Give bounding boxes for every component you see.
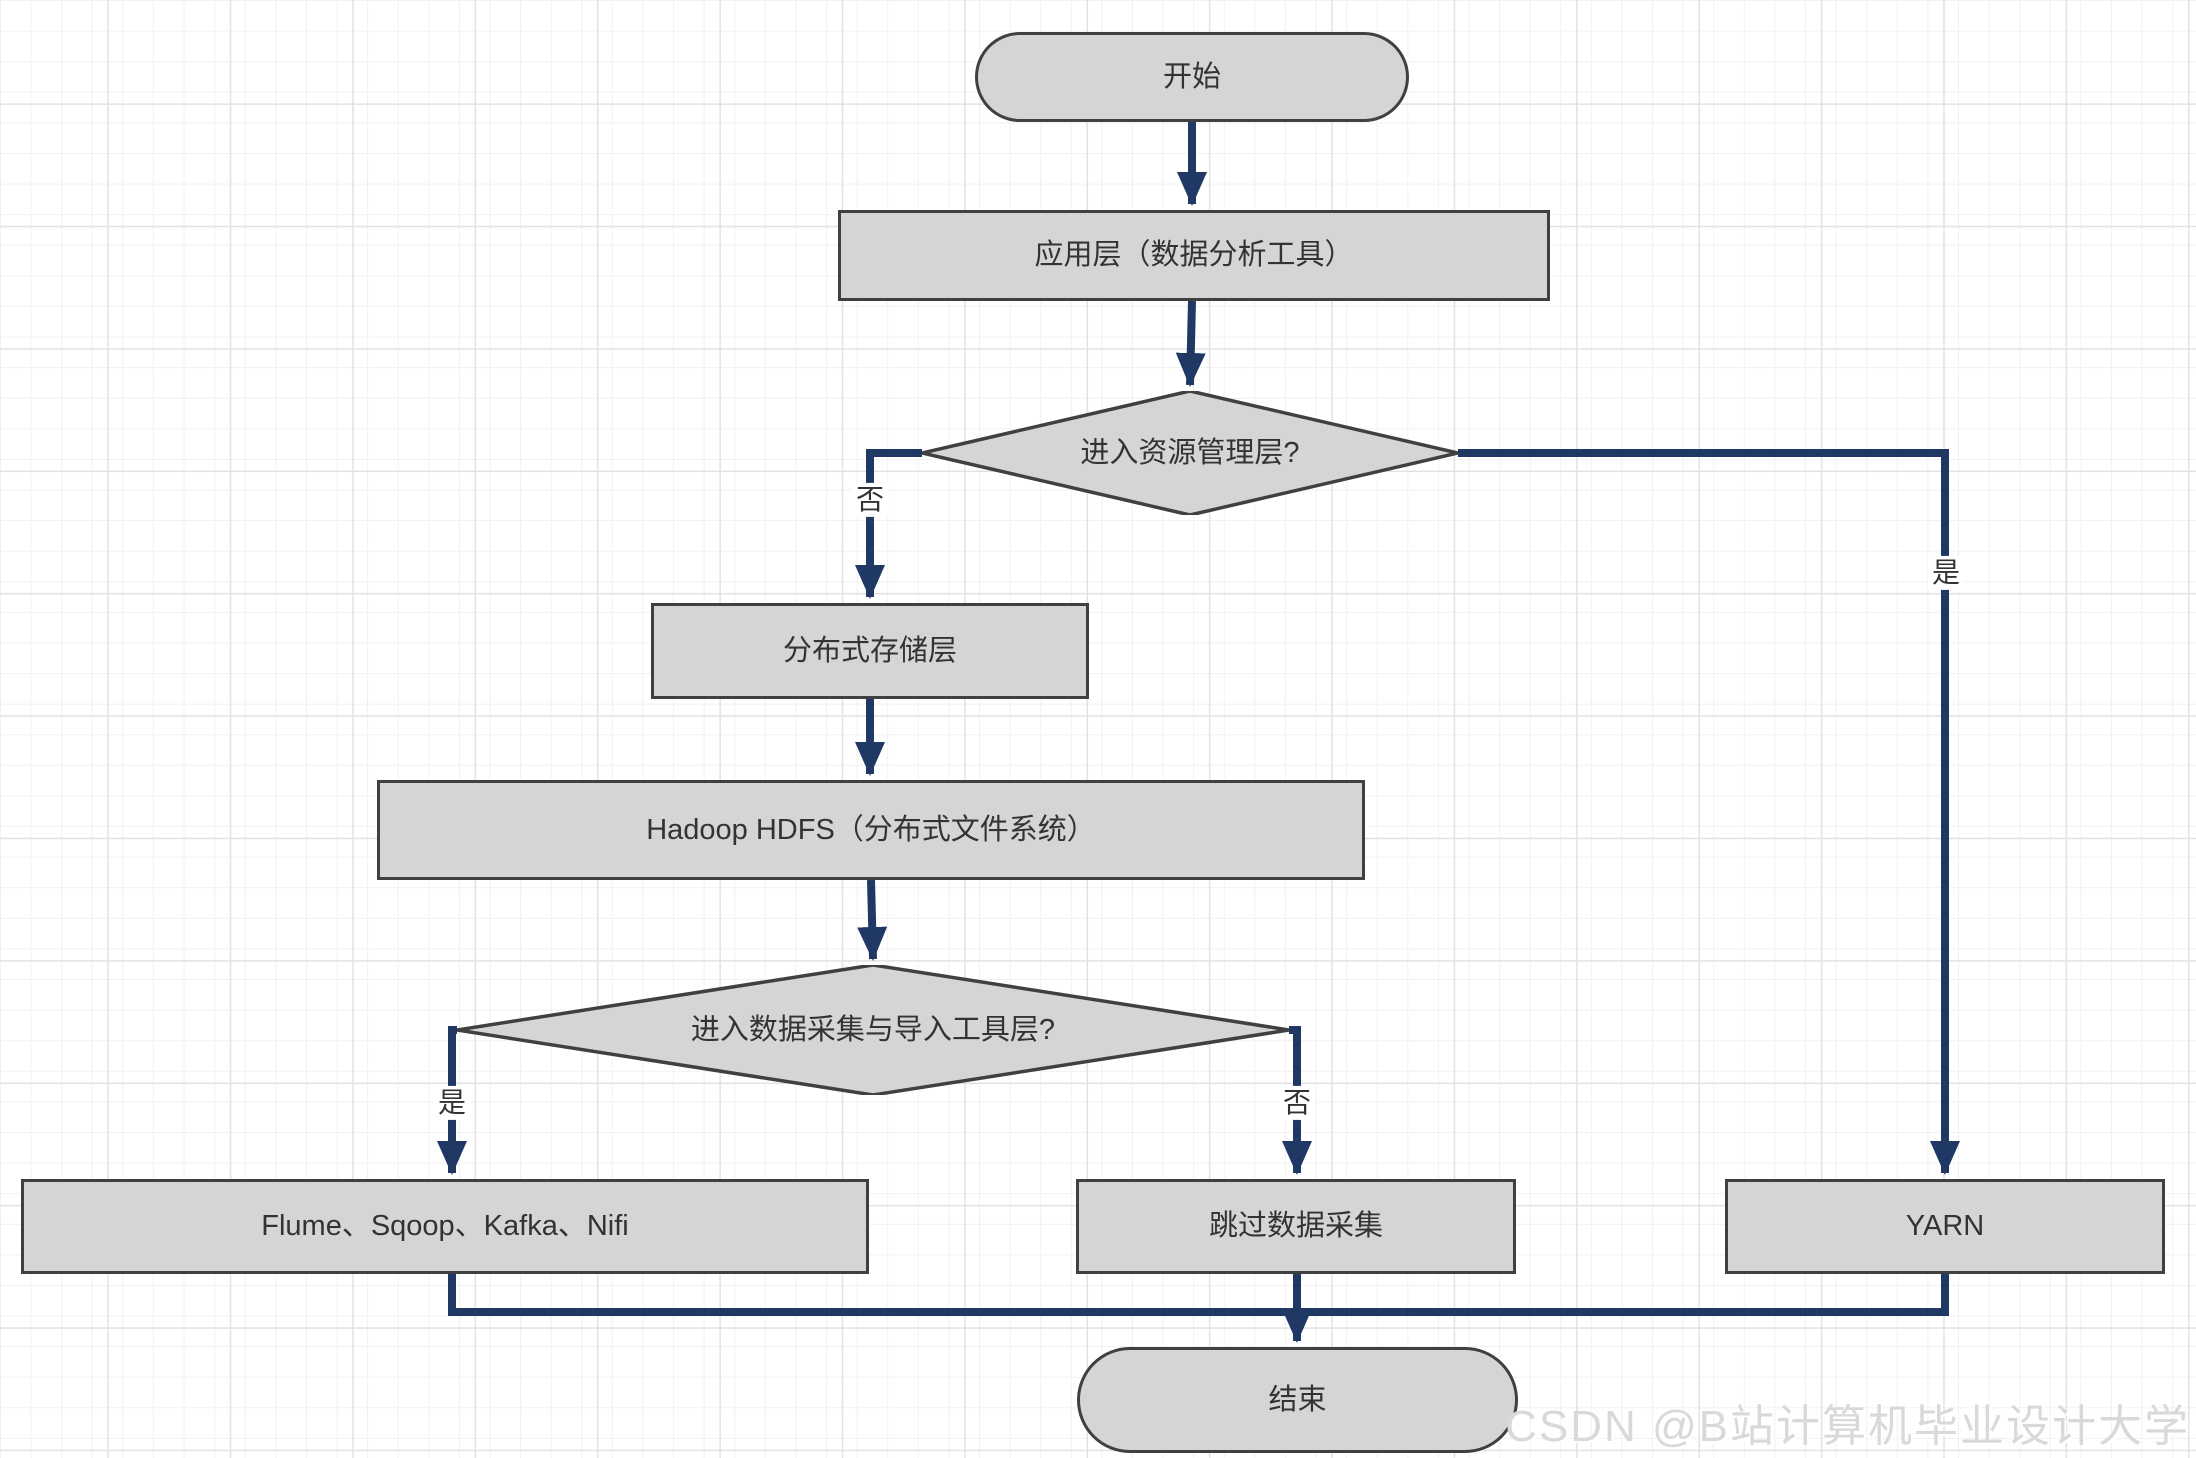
ingest-tools-node: Flume、Sqoop、Kafka、Nifi [21, 1179, 869, 1274]
edge-decision1-yes-to-yarn [1458, 449, 1960, 1175]
storage-layer-node: 分布式存储层 [651, 603, 1089, 699]
app-layer-node-label: 应用层（数据分析工具） [1034, 239, 1354, 272]
yarn-node: YARN [1725, 1179, 2165, 1274]
edge-label-resource-yes: 是 [1927, 555, 1965, 591]
edge-merge-line [448, 1274, 1949, 1316]
resource-decision-node: 进入资源管理层? [922, 391, 1458, 515]
edge-decision1-no-to-storage [855, 449, 922, 599]
end-node-label: 结束 [1268, 1383, 1327, 1416]
start-node-label: 开始 [1162, 60, 1221, 93]
edge-decision2-no-to-skip [1282, 1026, 1312, 1175]
edge-app-to-decision1 [1175, 300, 1206, 387]
skip-ingest-node: 跳过数据采集 [1076, 1179, 1516, 1274]
ingest-decision-node: 进入数据采集与导入工具层? [457, 965, 1289, 1095]
watermark: CSDN @B站计算机毕业设计大学 [1505, 1402, 2190, 1451]
hdfs-node-label: Hadoop HDFS（分布式文件系统） [646, 813, 1096, 846]
diamond-shape [457, 965, 1289, 1095]
edge-label-ingest-no: 否 [1278, 1085, 1316, 1121]
storage-layer-node-label: 分布式存储层 [782, 634, 957, 667]
yarn-node-label: YARN [1905, 1210, 1985, 1243]
ingest-decision-label: 进入数据采集与导入工具层? [690, 1013, 1056, 1046]
edge-label-ingest-yes: 是 [433, 1085, 471, 1121]
edge-hdfs-to-decision2 [857, 879, 888, 961]
end-node: 结束 [1077, 1347, 1518, 1453]
diamond-shape [922, 391, 1458, 515]
start-node: 开始 [975, 32, 1409, 122]
app-layer-node: 应用层（数据分析工具） [838, 210, 1550, 301]
skip-ingest-node-label: 跳过数据采集 [1208, 1210, 1383, 1243]
edge-decision2-yes-to-tools [437, 1026, 467, 1175]
hdfs-node: Hadoop HDFS（分布式文件系统） [377, 780, 1365, 880]
edge-label-resource-no: 否 [851, 482, 889, 518]
resource-decision-label: 进入资源管理层? [1080, 436, 1300, 469]
ingest-tools-node-label: Flume、Sqoop、Kafka、Nifi [261, 1210, 629, 1243]
